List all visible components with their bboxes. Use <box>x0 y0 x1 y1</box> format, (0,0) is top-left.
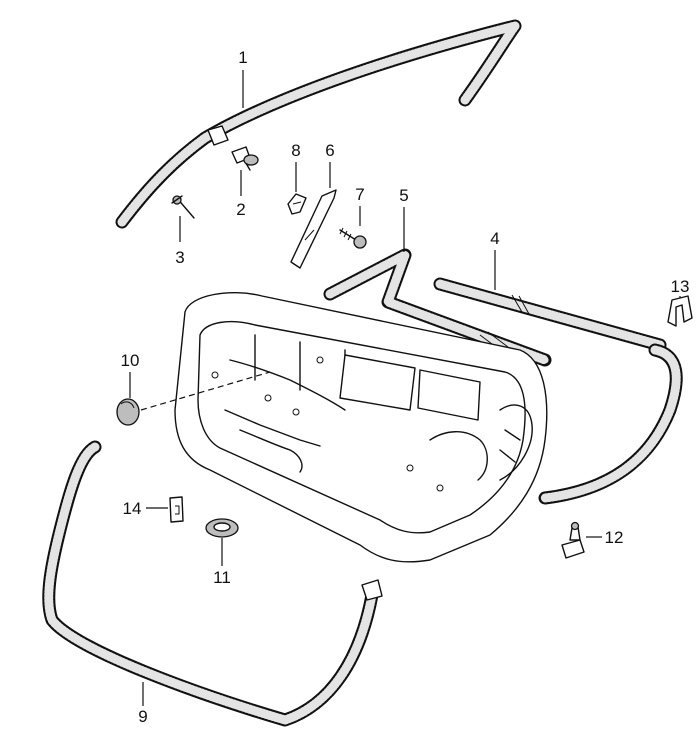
callout-9: 9 <box>138 707 147 726</box>
callout-5: 5 <box>399 186 408 205</box>
callout-4: 4 <box>490 229 499 248</box>
callout-14: 14 <box>123 499 142 518</box>
part-14-clip <box>169 496 184 523</box>
callout-labels: 1 2 3 4 5 6 7 8 9 10 11 12 13 14 <box>121 48 690 726</box>
callout-10: 10 <box>121 351 140 370</box>
part-3-rivet <box>171 195 195 219</box>
part-4-belt-seal <box>433 277 667 352</box>
part-10-plug <box>116 398 140 426</box>
part-5-window-seal <box>323 248 552 367</box>
part-9-door-seal <box>42 440 383 727</box>
part-13-bracket <box>667 295 693 327</box>
part-8-clip <box>287 193 307 215</box>
callout-13: 13 <box>671 277 690 296</box>
part-11-grommet <box>205 518 239 538</box>
callout-7: 7 <box>355 185 364 204</box>
leader-lines <box>129 70 681 706</box>
part-12-fastener <box>561 521 585 559</box>
part-7-screw <box>339 227 367 249</box>
callout-6: 6 <box>325 141 334 160</box>
part-2-bolt <box>231 146 259 171</box>
part-1-window-frame-seal <box>115 19 522 229</box>
callout-3: 3 <box>175 248 184 267</box>
callout-11: 11 <box>213 568 231 587</box>
callout-8: 8 <box>291 141 300 160</box>
callout-12: 12 <box>605 528 624 547</box>
callout-1: 1 <box>238 48 247 67</box>
part-6-guide-rail <box>290 189 337 269</box>
part-10-dashed-leader <box>140 371 271 411</box>
callout-2: 2 <box>236 200 245 219</box>
door-inner-panel <box>174 292 548 563</box>
door-edge-seal <box>538 343 683 505</box>
